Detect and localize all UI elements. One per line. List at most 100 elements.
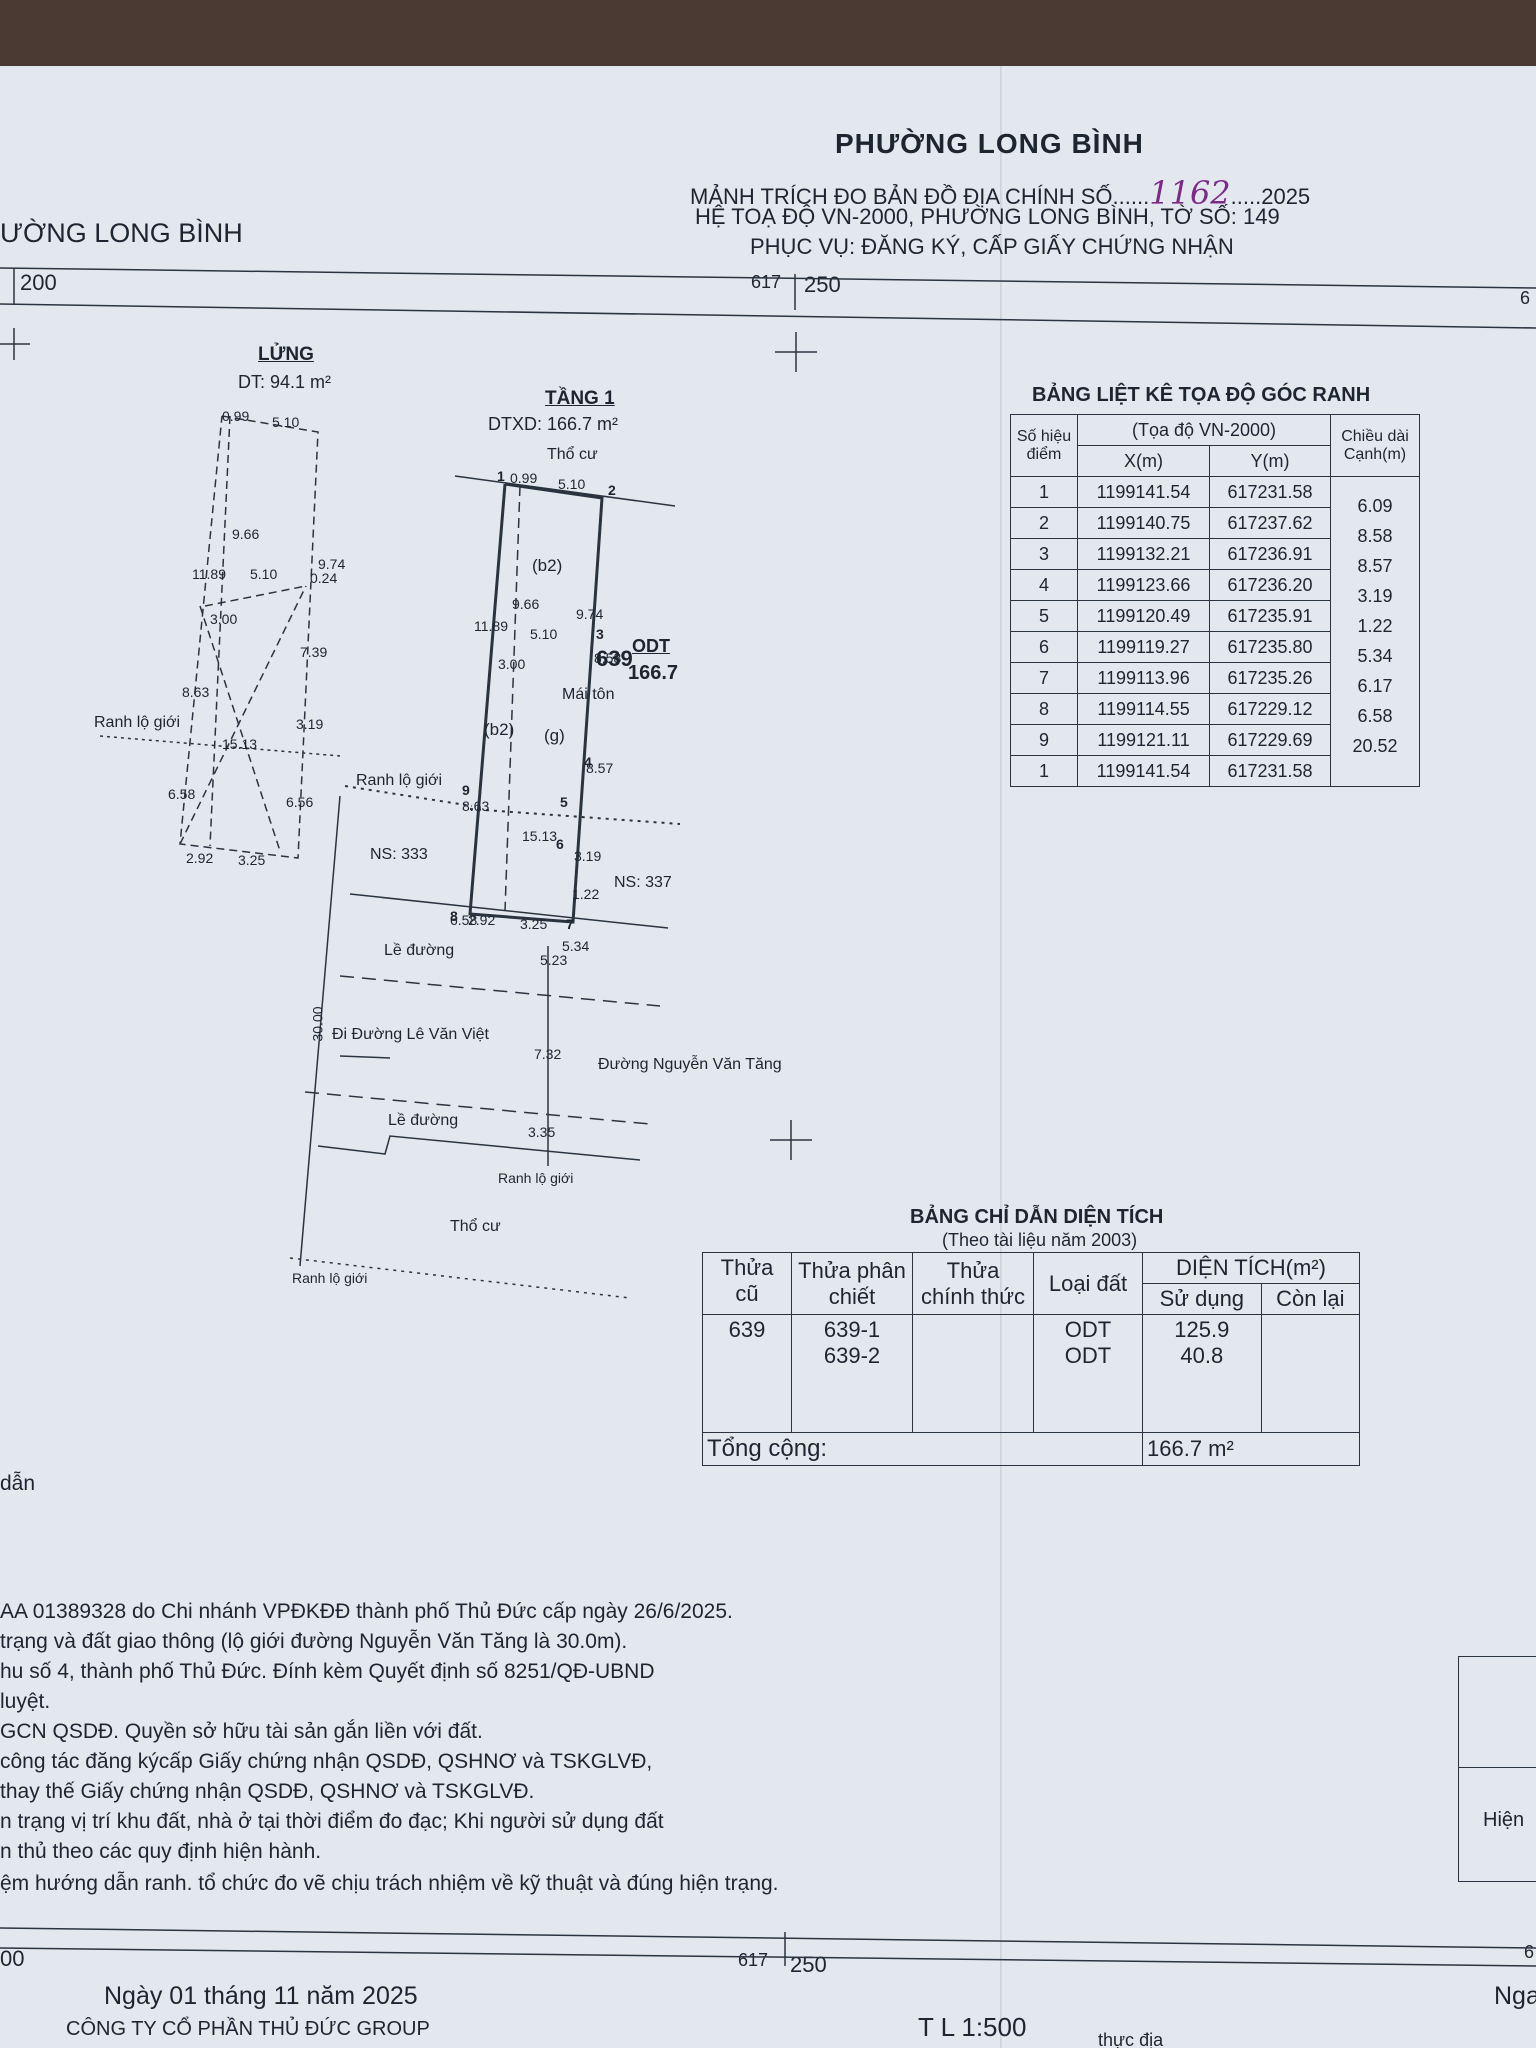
point-label: 4 [584, 754, 592, 770]
footer-bottom-partial: thực địa [1098, 2030, 1164, 2048]
top-frame-line-2 [0, 303, 1536, 329]
header-line-3: PHỤC VỤ: ĐĂNG KÝ, CẤP GIẤY CHỨNG NHẬN [750, 234, 1234, 259]
tang1-dim: 2.92 [468, 912, 496, 928]
note-line: hu số 4, thành phố Thủ Đức. Đính kèm Quy… [0, 1660, 655, 1683]
point-label: 5 [560, 794, 568, 810]
col-used: Sử dụng [1142, 1283, 1262, 1315]
col-rest: Còn lại [1260, 1283, 1361, 1315]
coordinate-table: Số hiệu điểm (Tọa độ VN-2000) Chiều dài … [1010, 414, 1420, 787]
tang1-dim: 5.10 [530, 626, 558, 642]
footer-company: CÔNG TY CỔ PHẦN THỦ ĐỨC GROUP [66, 2018, 430, 2040]
road-dim-732: 7.32 [534, 1046, 562, 1062]
area-table-title: BẢNG CHỈ DẪN DIỆN TÍCH [910, 1206, 1164, 1228]
total-row: Tổng cộng: 166.7 m² [702, 1432, 1360, 1466]
col-split: Thửa phân chiết [791, 1252, 913, 1315]
grid-label-bottom-mid-y: 250 [790, 1952, 827, 1977]
document-sheet: PHƯỜNG LONG BÌNH MẢNH TRÍCH ĐO BẢN ĐỒ ĐỊ… [0, 66, 1536, 2048]
top-frame-line [0, 267, 1536, 289]
header-line-1: MẢNH TRÍCH ĐO BẢN ĐỒ ĐỊA CHÍNH SỐ......1… [690, 174, 1311, 212]
tang1-dim: 15.13 [522, 828, 558, 844]
tang1-dim: 8.57 [586, 760, 614, 776]
tang1-road-boundary: Ranh lộ giới [356, 772, 443, 789]
col-official: Thửa chính thức [912, 1252, 1034, 1315]
lung-road-boundary: Ranh lộ giới [94, 714, 181, 731]
neighbor-right: NS: 337 [614, 874, 672, 891]
tang1-roof: Mái tôn [562, 686, 615, 703]
point-label: 3 [596, 626, 604, 642]
note-line: trạng và đất giao thông (lộ giới đường N… [0, 1630, 628, 1653]
road-boundary-2: Ranh lộ giới [292, 1270, 368, 1286]
header-line-2: HỆ TOẠ ĐỘ VN-2000, PHƯỜNG LONG BÌNH, TỜ … [695, 204, 1280, 229]
col-system: (Tọa độ VN-2000) [1077, 414, 1331, 446]
note-line: công tác đăng kýcấp Giấy chứng nhận QSDĐ… [0, 1750, 653, 1773]
col-land: Loại đất [1033, 1252, 1143, 1315]
road-curb-2: Lề đường [388, 1112, 459, 1129]
lung-dim: 7.39 [300, 644, 328, 660]
lung-dim: 0.24 [310, 570, 338, 586]
tang1-tho-cu: Thổ cư [547, 446, 598, 463]
tang1-dim: 9.66 [512, 596, 540, 612]
point-label: 6 [556, 836, 564, 852]
note-line: dẫn [0, 1472, 36, 1495]
footer-date: Ngày 01 tháng 11 năm 2025 [104, 1982, 418, 2010]
grid-label-mid-x: 617 [751, 272, 782, 292]
tang1-dim: 3.25 [520, 916, 548, 932]
footer-right-partial: Nga [1494, 1982, 1536, 2010]
grid-label-bottom-left: 00 [0, 1946, 25, 1971]
point-label: 9 [462, 782, 470, 798]
tang1-area: DTXD: 166.7 m² [488, 414, 619, 434]
bottom-frame-line [0, 1927, 1536, 1949]
lung-dim: 6.56 [286, 794, 314, 810]
note-line: ệm hướng dẫn ranh. tổ chức đo vẽ chịu tr… [0, 1872, 779, 1895]
extract-number: 1162 [1149, 174, 1231, 212]
ward-name-left: ƯỜNG LONG BÌNH [0, 218, 243, 248]
lung-title: LỬNG [258, 344, 314, 365]
tang1-dim: 11.89 [474, 618, 508, 634]
lung-dim: 3.19 [296, 716, 324, 732]
road-dim-335: 3.35 [528, 1124, 556, 1140]
parcel-number: 639 [596, 646, 633, 671]
road-dim-523: 5.23 [540, 952, 568, 968]
tang1-dim: 3.00 [498, 656, 526, 672]
map-extract-label: MẢNH TRÍCH ĐO BẢN ĐỒ ĐỊA CHÍNH SỐ [690, 184, 1113, 209]
lung-area: DT: 94.1 m² [238, 372, 332, 392]
grid-label-right: 6 [1520, 288, 1531, 308]
grid-label-bottom-mid-x: 617 [738, 1950, 769, 1970]
point-label: 2 [608, 482, 616, 498]
cadastral-drawing [0, 267, 1536, 1967]
tang1-dim: 5.10 [558, 476, 586, 492]
lung-dim: 5.10 [272, 414, 300, 430]
col-length: Chiều dài Cạnh(m) [1330, 414, 1420, 477]
lung-dim: 0.99 [222, 408, 250, 424]
note-line: n trạng vị trí khu đất, nhà ở tại thời đ… [0, 1810, 664, 1833]
tang1-dim: 8.58 [594, 650, 622, 666]
area-table: Thửa cũ Thửa phân chiết Thửa chính thức … [702, 1252, 1361, 1466]
lung-dim: 2.92 [186, 850, 214, 866]
signature-box: Hiện [1458, 1656, 1536, 1882]
point-label: 8 [450, 908, 458, 924]
point-label: 7 [566, 916, 574, 932]
lung-outline [179, 415, 319, 859]
tang1-dim: 8.63 [462, 798, 490, 814]
lung-dim: 11.89 [192, 566, 226, 582]
tang1-b2-lower: (b2) [484, 720, 515, 739]
neighbor-left: NS: 333 [370, 846, 428, 863]
paper-fold [1000, 66, 1004, 2048]
lung-dim: 6.58 [168, 786, 196, 802]
col-point: Số hiệu điểm [1010, 414, 1078, 477]
col-x: X(m) [1076, 445, 1211, 477]
road-tho-cu: Thổ cư [450, 1218, 501, 1235]
grid-label-mid-y: 250 [804, 272, 841, 297]
col-area: DIỆN TÍCH(m²) [1142, 1252, 1360, 1284]
coord-table-title: BẢNG LIỆT KÊ TỌA ĐỘ GÓC RANH [1032, 384, 1371, 406]
tang1-dim: 9.74 [576, 606, 604, 622]
road-boundary-1: Ranh lộ giới [498, 1170, 574, 1186]
road-direction: Đi Đường Lê Văn Việt [332, 1026, 489, 1043]
note-line: luyệt. [0, 1690, 51, 1713]
